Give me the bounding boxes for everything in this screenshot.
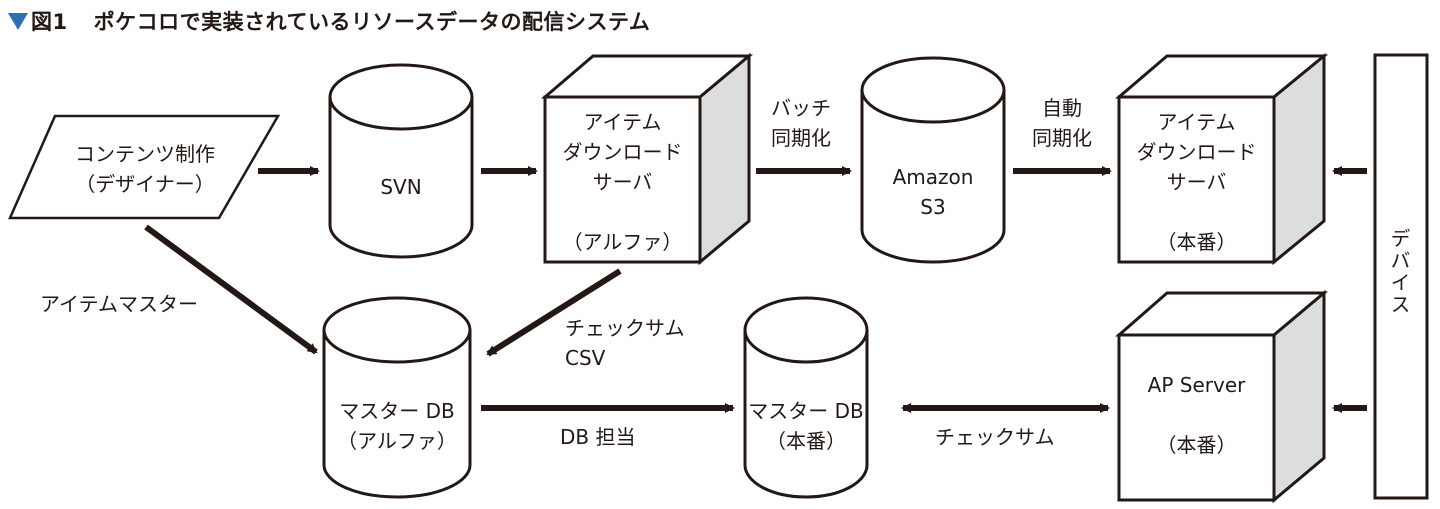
item-master-label: アイテムマスター (40, 292, 198, 316)
item-dl-prod-line-3: サーバ (1166, 170, 1227, 194)
device-label: デバイス (1387, 228, 1411, 316)
content-creation-label: コンテンツ制作 （デザイナー） (50, 139, 240, 199)
checksum-csv-line-2: CSV (565, 346, 606, 370)
master-db-alpha-line-1: マスター DB (339, 399, 455, 423)
item-dl-alpha-line-3: サーバ (592, 170, 653, 194)
amazon-s3-cylinder-shape (860, 56, 1006, 264)
master-db-prod-line-1: マスター DB (748, 399, 864, 423)
ap-server-line-1: AP Server (1147, 373, 1246, 397)
amazon-s3-line-2: S3 (920, 195, 946, 219)
figure-title-text: ポケコロで実装されているリソースデータの配信システム (93, 10, 651, 34)
master-db-prod-label: マスター DB （本番） (735, 396, 877, 456)
master-db-prod-line-2: （本番） (766, 429, 846, 453)
content-creation-line-1: コンテンツ制作 (75, 142, 215, 166)
master-db-alpha-label: マスター DB （アルファ） (324, 396, 470, 456)
db-owner-label: DB 担当 (560, 425, 636, 449)
batch-sync-line-1: バッチ (771, 96, 831, 120)
arrow-content-to-master-db-alpha (144, 224, 318, 355)
batch-sync-label: バッチ 同期化 (760, 93, 842, 153)
content-creation-shape (8, 114, 281, 220)
auto-sync-label: 自動 同期化 (1021, 93, 1103, 153)
figure-title: 図1 ポケコロで実装されているリソースデータの配信システム (8, 6, 650, 36)
triangle-marker-icon (8, 12, 28, 30)
item-download-server-alpha-label: アイテム ダウンロード サーバ （アルファ） (545, 107, 700, 257)
item-dl-prod-line-2: ダウンロード (1136, 140, 1257, 164)
master-db-prod-cylinder-shape (743, 296, 869, 499)
checksum-label: チェックサム (935, 425, 1055, 449)
master-db-alpha-cylinder-shape (322, 296, 472, 499)
figure-number: 図1 (31, 10, 68, 34)
auto-sync-line-2: 同期化 (1032, 126, 1092, 150)
ap-server-line-3: （本番） (1156, 433, 1237, 457)
arrow-item-dl-alpha-to-master-db-alpha (486, 268, 622, 357)
svn-cylinder-shape (328, 63, 474, 259)
item-download-server-prod-cube (1114, 52, 1329, 266)
svn-label: SVN (380, 175, 422, 199)
ap-server-label: AP Server （本番） (1119, 370, 1274, 460)
item-dl-prod-line-1: アイテム (1157, 110, 1236, 134)
amazon-s3-label: Amazon S3 (862, 162, 1004, 222)
master-db-alpha-line-2: （アルファ） (337, 429, 457, 453)
device-shape (1373, 53, 1429, 500)
item-download-server-alpha-cube (540, 52, 754, 266)
checksum-csv-line-1: チェックサム (565, 316, 685, 340)
item-download-server-prod-label: アイテム ダウンロード サーバ （本番） (1119, 107, 1274, 257)
batch-sync-line-2: 同期化 (771, 126, 831, 150)
item-dl-alpha-line-2: ダウンロード (562, 140, 683, 164)
checksum-csv-label: チェックサム CSV (565, 313, 685, 373)
item-dl-alpha-line-1: アイテム (583, 110, 662, 134)
item-dl-prod-line-5: （本番） (1156, 230, 1237, 254)
auto-sync-line-1: 自動 (1042, 96, 1082, 120)
ap-server-cube (1115, 289, 1329, 504)
content-creation-line-2: （デザイナー） (75, 172, 215, 196)
item-dl-alpha-line-5: （アルファ） (562, 230, 683, 254)
amazon-s3-line-1: Amazon (892, 165, 974, 189)
